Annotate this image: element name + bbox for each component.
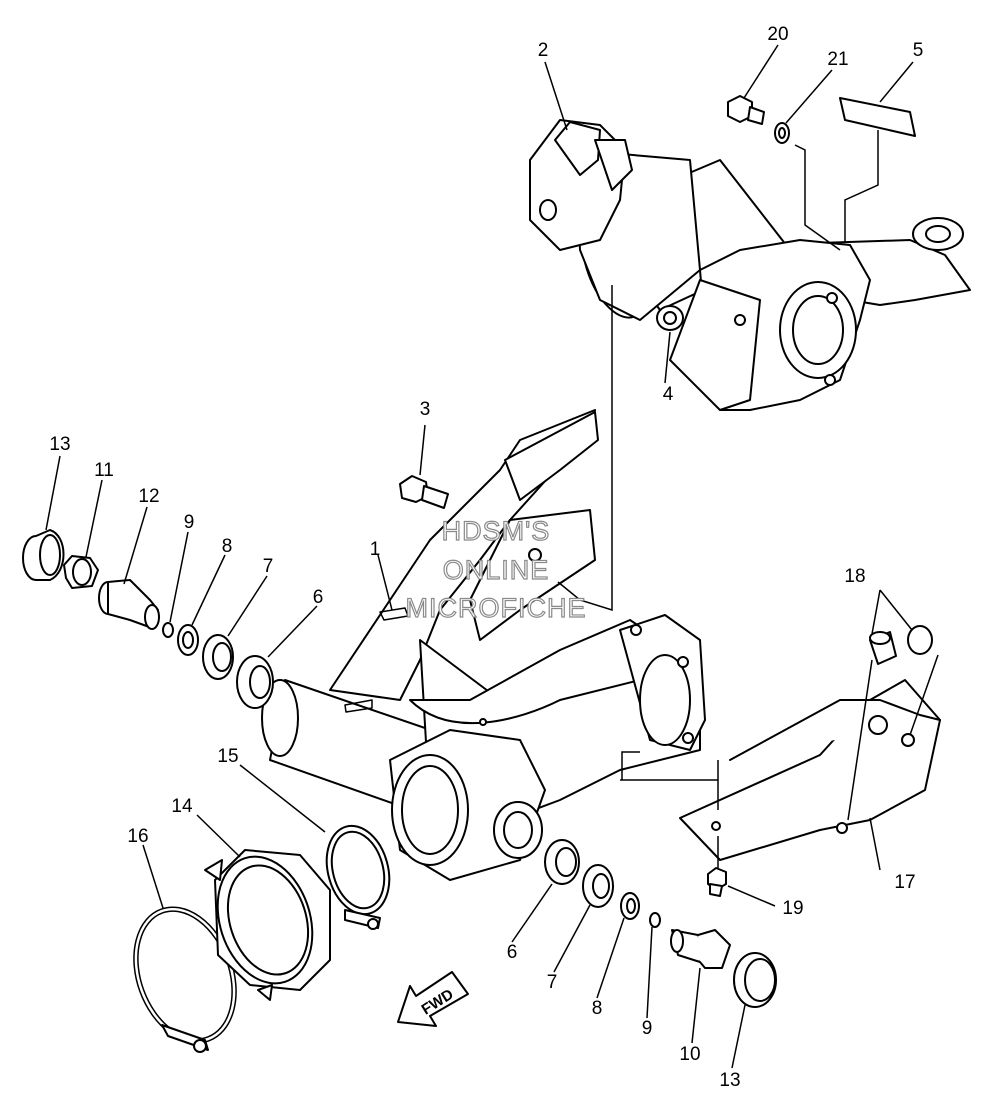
- pivot-shaft-part-12: [98, 579, 160, 630]
- callout-10: 10: [679, 1044, 700, 1065]
- callout-1: 1: [370, 539, 381, 560]
- gasket-part-15: [325, 824, 391, 930]
- callout-8-right: 8: [592, 998, 603, 1019]
- washer-part-21: [774, 122, 790, 144]
- callout-7-right: 7: [547, 972, 558, 993]
- pivot-bolt-part-10: [670, 929, 731, 969]
- bearing-part-6-left: [236, 655, 274, 709]
- oring-part-9-right: [649, 912, 661, 928]
- callout-13-right: 13: [719, 1070, 740, 1091]
- forward-direction-arrow: FWD: [397, 971, 469, 1027]
- bearing-housing-assembly: [529, 119, 971, 411]
- callout-16: 16: [127, 826, 148, 847]
- callout-6-right: 6: [507, 942, 518, 963]
- guard-part-17: [679, 679, 941, 861]
- callout-numbers: 2 20 21 5 4 3 1 13 11 12 9 8 7 6 15 14 1…: [49, 24, 923, 1091]
- callout-12: 12: [138, 486, 159, 507]
- callout-18: 18: [844, 566, 865, 587]
- callout-19: 19: [782, 898, 803, 919]
- watermark: HDSM'S ONLINE MICROFICHE: [405, 515, 587, 623]
- seal-part-7-right: [582, 864, 614, 908]
- watermark-line-1: HDSM'S: [442, 516, 551, 546]
- callout-8-left: 8: [222, 536, 233, 557]
- callout-9-left: 9: [184, 512, 195, 533]
- boot-part-14: [204, 849, 331, 1001]
- bolt-part-20: [727, 95, 765, 125]
- nut-part-11: [63, 555, 99, 589]
- callout-3: 3: [420, 399, 431, 420]
- washer-part-8-right: [620, 892, 640, 920]
- bolt-part-3: [399, 475, 449, 509]
- cap-part-13-left: [22, 529, 65, 581]
- callout-17: 17: [894, 872, 915, 893]
- oring-part-9-left: [162, 622, 174, 638]
- callout-20: 20: [767, 24, 788, 45]
- callout-21: 21: [827, 49, 848, 70]
- seal-part-7-left: [202, 634, 234, 680]
- callout-4: 4: [663, 384, 674, 405]
- nut-part-4: [656, 305, 684, 331]
- watermark-line-3: MICROFICHE: [406, 593, 587, 623]
- callout-6-left: 6: [313, 587, 324, 608]
- callout-14: 14: [171, 796, 193, 817]
- watermark-line-2: ONLINE: [443, 555, 550, 585]
- cap-part-13-right: [733, 952, 777, 1008]
- bolt-part-19: [707, 867, 727, 897]
- callout-13-left: 13: [49, 434, 70, 455]
- leader-lines: [45, 44, 939, 1069]
- washer-part-8-left: [177, 624, 199, 656]
- callout-2: 2: [538, 40, 549, 61]
- callout-7-left: 7: [263, 556, 274, 577]
- callout-5: 5: [913, 40, 924, 61]
- bearing-part-6-right: [544, 839, 580, 885]
- plugs-part-18: [869, 625, 933, 665]
- callout-11: 11: [94, 460, 114, 481]
- swingarm-assembly: [261, 409, 706, 881]
- callout-9-right: 9: [642, 1018, 653, 1039]
- callout-15: 15: [217, 746, 238, 767]
- label-part-5: [839, 97, 916, 137]
